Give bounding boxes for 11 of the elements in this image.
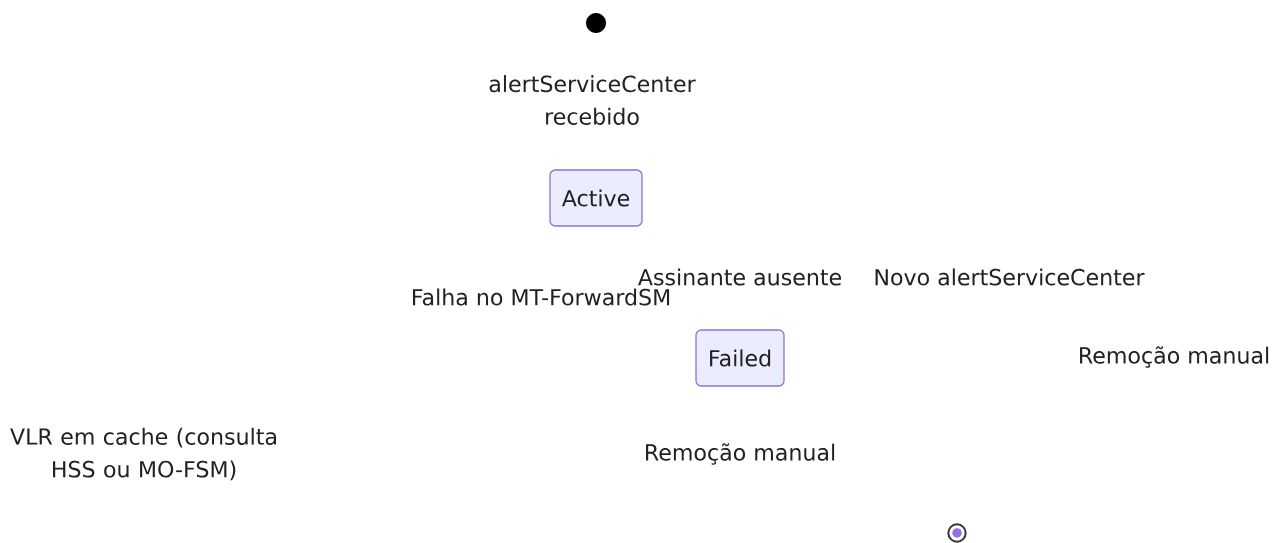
label-text: Novo alertServiceCenter (875, 268, 1145, 286)
label-text: Remoção manual (646, 443, 835, 465)
label-text: Assinante ausente (638, 268, 841, 286)
label-text: Remoção manual (1080, 346, 1269, 368)
state-box: Failed (695, 329, 785, 387)
state-box: Active (549, 169, 643, 227)
start-dot (586, 13, 606, 33)
label-text: Falha no MT-ForwardSM (413, 288, 670, 306)
label-text: alertServiceCenter recebido (489, 75, 696, 125)
end-state-circle (947, 523, 967, 543)
label-text: VLR em cache (consulta HSS ou MO-FSM) (10, 427, 276, 481)
